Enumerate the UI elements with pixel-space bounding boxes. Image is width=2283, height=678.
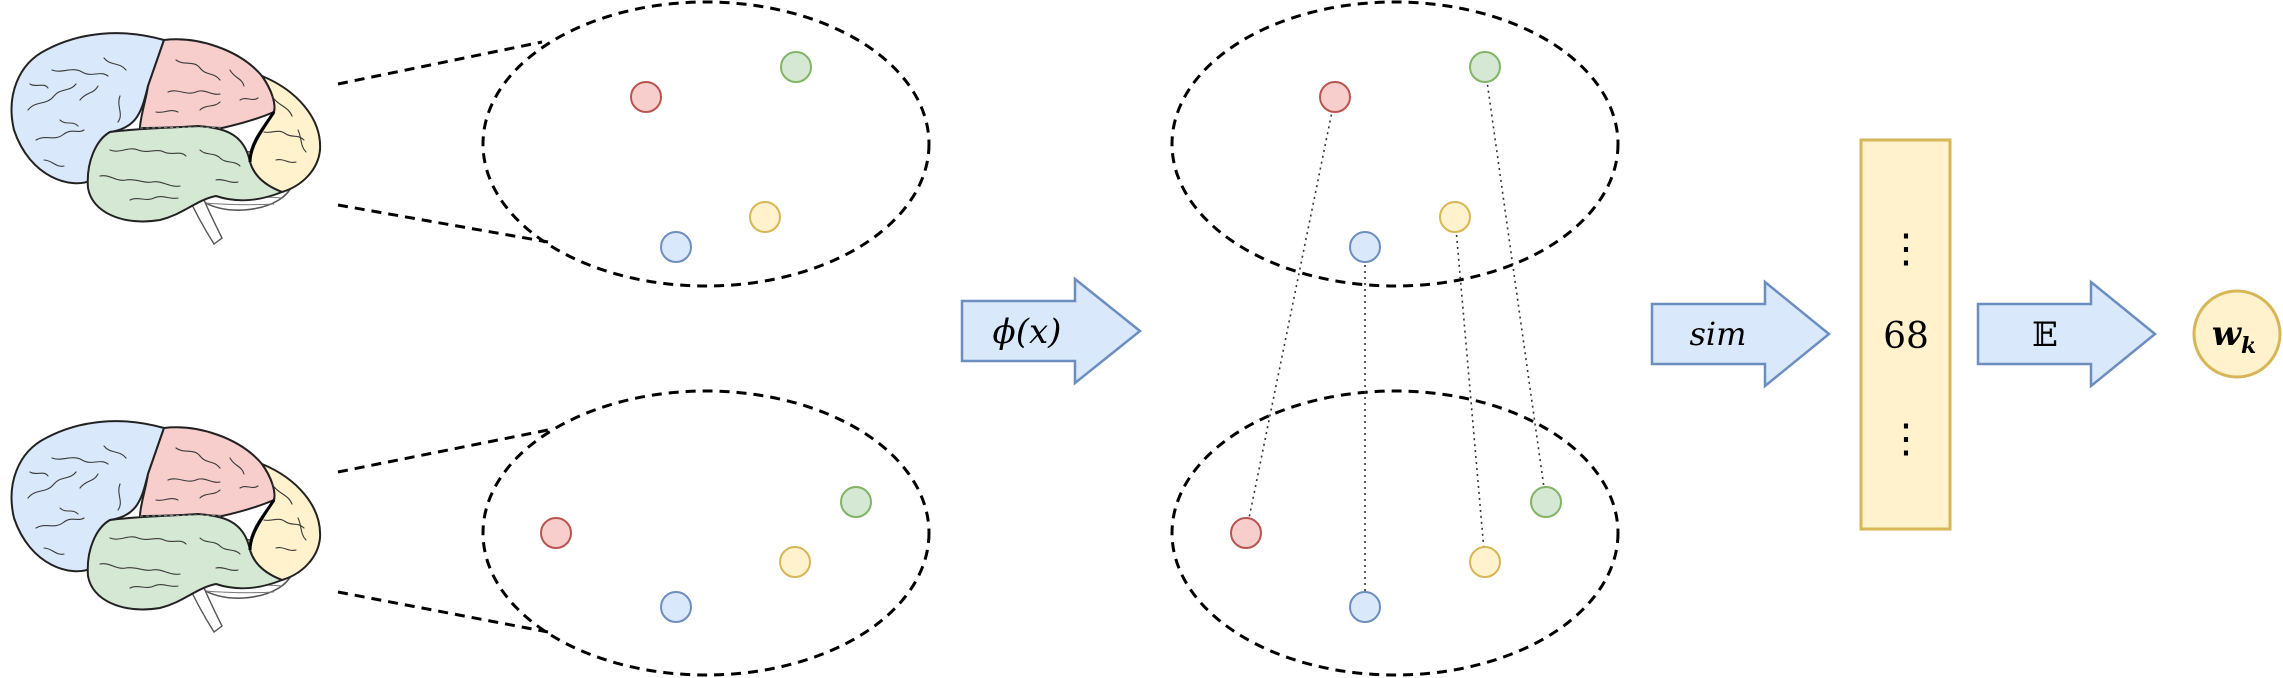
similarity-vector bbox=[1859, 138, 1952, 531]
zoom-line-bottom-lower bbox=[337, 590, 549, 634]
node-green bbox=[780, 51, 812, 83]
zoom-line-bottom-upper bbox=[337, 428, 549, 474]
node-yellow bbox=[749, 201, 781, 233]
node-green bbox=[1469, 51, 1501, 83]
node-blue bbox=[1349, 231, 1381, 263]
similarity-label: sim bbox=[1690, 315, 1747, 353]
vector-dots-top: ⋮ bbox=[1886, 226, 1926, 272]
vector-value: 68 bbox=[1883, 316, 1929, 357]
expectation-arrow bbox=[1976, 279, 2157, 389]
expectation-label: 𝔼 bbox=[2032, 315, 2058, 355]
node-set-bottom-left bbox=[481, 389, 931, 677]
output-label: wk bbox=[2212, 314, 2257, 359]
node-yellow bbox=[1439, 201, 1471, 233]
correspondence-line-yellow bbox=[1454, 216, 1486, 563]
correspondence-line-green bbox=[1484, 66, 1547, 503]
phi-transform-arrow bbox=[960, 276, 1143, 386]
node-red bbox=[1319, 81, 1351, 113]
similarity-arrow bbox=[1650, 279, 1831, 389]
node-red bbox=[1230, 517, 1262, 549]
node-red bbox=[540, 517, 572, 549]
brain-illustration-bottom bbox=[10, 419, 322, 634]
node-set-bottom-right bbox=[1170, 389, 1620, 677]
node-set-top-left bbox=[481, 0, 931, 288]
node-yellow bbox=[1469, 546, 1501, 578]
node-green bbox=[1530, 486, 1562, 518]
vector-dots-bottom: ⋮ bbox=[1886, 416, 1926, 462]
zoom-line-top-upper bbox=[337, 40, 543, 86]
node-blue bbox=[660, 231, 692, 263]
brain-illustration-top bbox=[10, 31, 322, 246]
node-red bbox=[630, 81, 662, 113]
output-node bbox=[2192, 289, 2282, 379]
zoom-line-top-lower bbox=[337, 203, 549, 244]
node-yellow bbox=[779, 546, 811, 578]
node-blue bbox=[660, 591, 692, 623]
node-green bbox=[840, 486, 872, 518]
correspondence-line-red bbox=[1245, 96, 1336, 534]
phi-label: ϕ(x) bbox=[993, 312, 1062, 352]
output-subscript: k bbox=[2241, 333, 2256, 359]
node-set-top-right bbox=[1170, 0, 1620, 288]
node-blue bbox=[1349, 591, 1381, 623]
